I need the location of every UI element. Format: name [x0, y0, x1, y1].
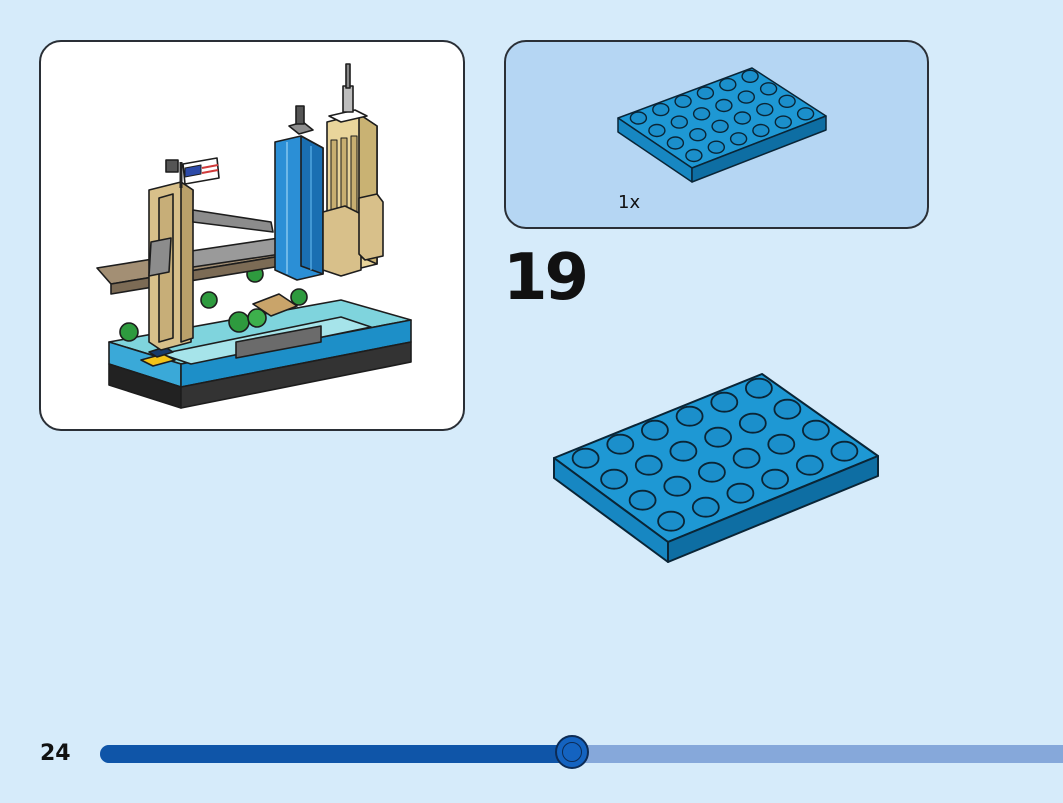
plate-stud [796, 107, 815, 121]
plate-stud [571, 447, 600, 469]
plate-stud [606, 433, 635, 455]
plate-stud [732, 447, 761, 469]
progress-knob[interactable] [554, 735, 589, 769]
plate-stud [830, 440, 859, 462]
part-quantity: 1x [618, 192, 641, 213]
plate-stud [648, 123, 666, 138]
plate-stud [733, 111, 752, 125]
plate-stud [778, 94, 796, 108]
plate-stud [719, 77, 737, 92]
plate-stud [628, 489, 657, 511]
plate-stud [773, 398, 802, 420]
progress-bar [100, 735, 1063, 769]
plate-stud [675, 405, 704, 427]
plate-stud [704, 426, 733, 448]
plate-stud [795, 454, 824, 476]
parts-list-panel: 1x [504, 40, 929, 229]
plate-stud [669, 440, 698, 462]
plate-stud [761, 468, 790, 490]
plate-stud [692, 107, 711, 121]
plate-stud [685, 148, 703, 163]
plate-stud [711, 119, 729, 134]
plate-stud [674, 94, 692, 108]
plate-stud [752, 123, 770, 138]
plate-stud [666, 136, 685, 150]
plate-stud [726, 482, 755, 504]
plate-stud [696, 86, 715, 100]
plate-stud [641, 419, 669, 441]
plate-stud [756, 102, 774, 117]
blue-4x6-plate-icon [617, 67, 827, 183]
plate-stud [689, 127, 707, 142]
model-preview-panel [39, 40, 465, 431]
new-york-skyline-model-icon [96, 63, 412, 409]
plate-stud [737, 90, 756, 104]
plate-stud [663, 475, 692, 497]
page-number: 24 [40, 741, 71, 766]
plate-stud [738, 412, 767, 434]
plate-stud [801, 419, 830, 441]
plate-stud [652, 102, 670, 117]
plate-stud [715, 98, 733, 113]
plate-stud [774, 115, 793, 129]
progress-bar-fill [100, 745, 572, 763]
plate-stud [767, 433, 796, 455]
plate-stud [691, 496, 720, 518]
plate-stud [697, 461, 726, 483]
step-number: 19 [503, 241, 589, 315]
plate-stud [657, 510, 685, 532]
plate-stud [629, 111, 648, 125]
plate-stud [759, 82, 778, 96]
plate-stud [741, 69, 759, 84]
plate-stud [710, 391, 739, 413]
plate-stud [729, 132, 748, 146]
plate-stud [634, 454, 663, 476]
plate-stud [600, 468, 628, 490]
plate-stud [707, 140, 726, 154]
plate-stud [670, 115, 689, 129]
plate-stud [744, 377, 773, 399]
blue-4x6-plate-icon [553, 373, 879, 563]
